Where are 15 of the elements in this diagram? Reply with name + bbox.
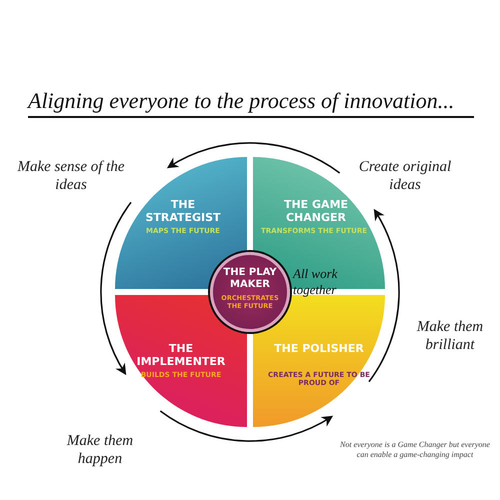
handwritten-note: Create original ideas [358, 158, 452, 194]
role-title: THE GAME CHANGER [282, 199, 350, 224]
role-title: THE POLISHER [273, 343, 365, 356]
role-title: THE PLAY MAKER [222, 267, 278, 290]
curved-arrow [368, 208, 400, 382]
title: Aligning everyone to the process of innovation... [28, 88, 474, 118]
handwritten-note: Make them brilliant [416, 318, 484, 354]
handwritten-note: Make sense of the ideas [16, 158, 126, 194]
role-title: THE STRATEGIST [144, 199, 222, 224]
note-text: Not everyone is a Game Changer but everyone can enable a game-changing impact [340, 440, 490, 461]
curved-arrow [166, 142, 340, 174]
handwritten-note: Make them happen [66, 432, 134, 468]
curved-arrow [100, 202, 132, 376]
role-title: THE IMPLEMENTER [136, 343, 226, 368]
curved-arrow [160, 410, 334, 442]
